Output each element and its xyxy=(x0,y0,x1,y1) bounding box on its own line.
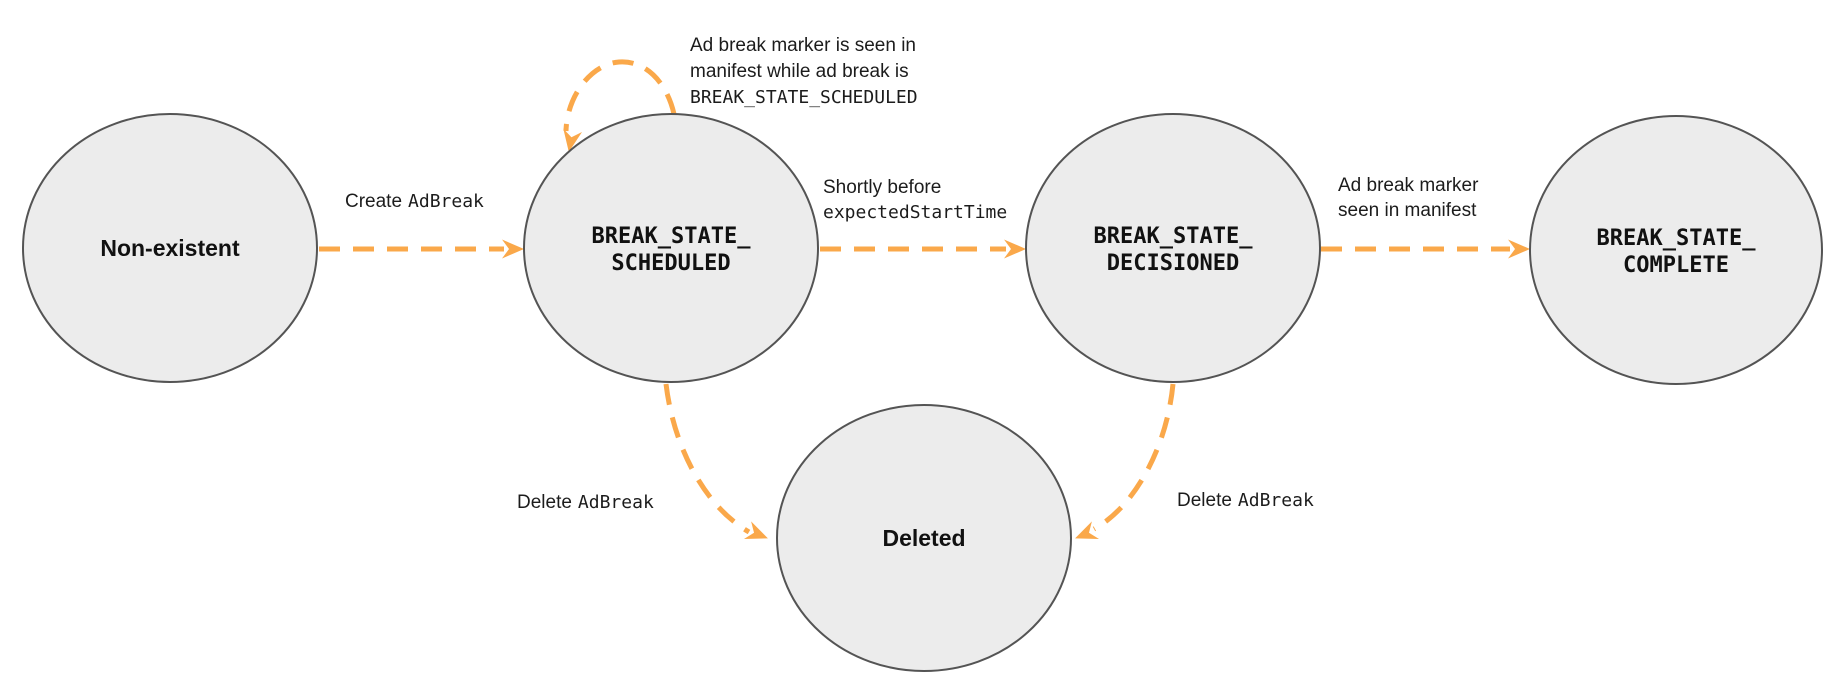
state-node-break-state-decisioned-label-line2: DECISIONED xyxy=(1107,251,1239,276)
state-node-break-state-scheduled-label-line2: SCHEDULED xyxy=(611,251,730,276)
transition-to-decisioned: Shortly before expectedStartTime xyxy=(820,177,1026,259)
arrowhead-icon xyxy=(1004,239,1026,259)
transition-delete-from-scheduled-line xyxy=(663,383,751,535)
state-node-break-state-decisioned: BREAK_STATE_ DECISIONED xyxy=(1025,113,1321,383)
transition-to-decisioned-label: Shortly before xyxy=(823,177,941,198)
state-node-break-state-scheduled: BREAK_STATE_ SCHEDULED xyxy=(523,113,819,383)
state-node-break-state-decisioned-shape xyxy=(1025,113,1321,383)
state-node-deleted: Deleted xyxy=(776,404,1072,672)
state-node-non-existent-shape xyxy=(22,113,318,383)
state-node-break-state-complete: BREAK_STATE_ COMPLETE xyxy=(1529,115,1823,385)
transition-self-loop-line xyxy=(563,59,677,132)
state-node-deleted-shape xyxy=(776,404,1072,672)
state-node-non-existent-label: Non-existent xyxy=(100,235,240,261)
transition-to-decisioned-code: expectedStartTime xyxy=(823,202,1007,223)
state-node-break-state-scheduled-shape xyxy=(523,113,819,383)
state-node-break-state-complete-label-line1: BREAK_STATE_ xyxy=(1597,226,1757,251)
transition-to-complete-label-line1: Ad break marker xyxy=(1338,175,1479,196)
state-node-non-existent: Non-existent xyxy=(22,113,318,383)
self-loop-label-code: BREAK_STATE_SCHEDULED xyxy=(690,87,918,108)
arrowhead-icon xyxy=(1508,239,1530,259)
arrowhead-icon xyxy=(1075,521,1100,539)
state-node-break-state-complete-label-line2: COMPLETE xyxy=(1623,253,1729,278)
arrowhead-icon xyxy=(743,521,768,539)
transition-to-complete: Ad break marker seen in manifest xyxy=(1321,175,1530,259)
state-node-break-state-decisioned-label-line1: BREAK_STATE_ xyxy=(1094,224,1254,249)
transition-delete-from-decisioned-line xyxy=(1092,383,1176,532)
state-node-break-state-complete-shape xyxy=(1529,115,1823,385)
self-loop-label-line2: manifest while ad break is xyxy=(690,61,909,82)
state-node-deleted-label: Deleted xyxy=(882,525,965,551)
self-loop-label-line1: Ad break marker is seen in xyxy=(690,35,916,56)
arrowhead-icon xyxy=(563,128,583,152)
state-node-break-state-scheduled-label-line1: BREAK_STATE_ xyxy=(592,224,752,249)
transition-self-loop-scheduled: Ad break marker is seen in manifest whil… xyxy=(563,35,918,152)
arrowhead-icon xyxy=(502,239,524,259)
transition-to-complete-label-line2: seen in manifest xyxy=(1338,200,1477,221)
